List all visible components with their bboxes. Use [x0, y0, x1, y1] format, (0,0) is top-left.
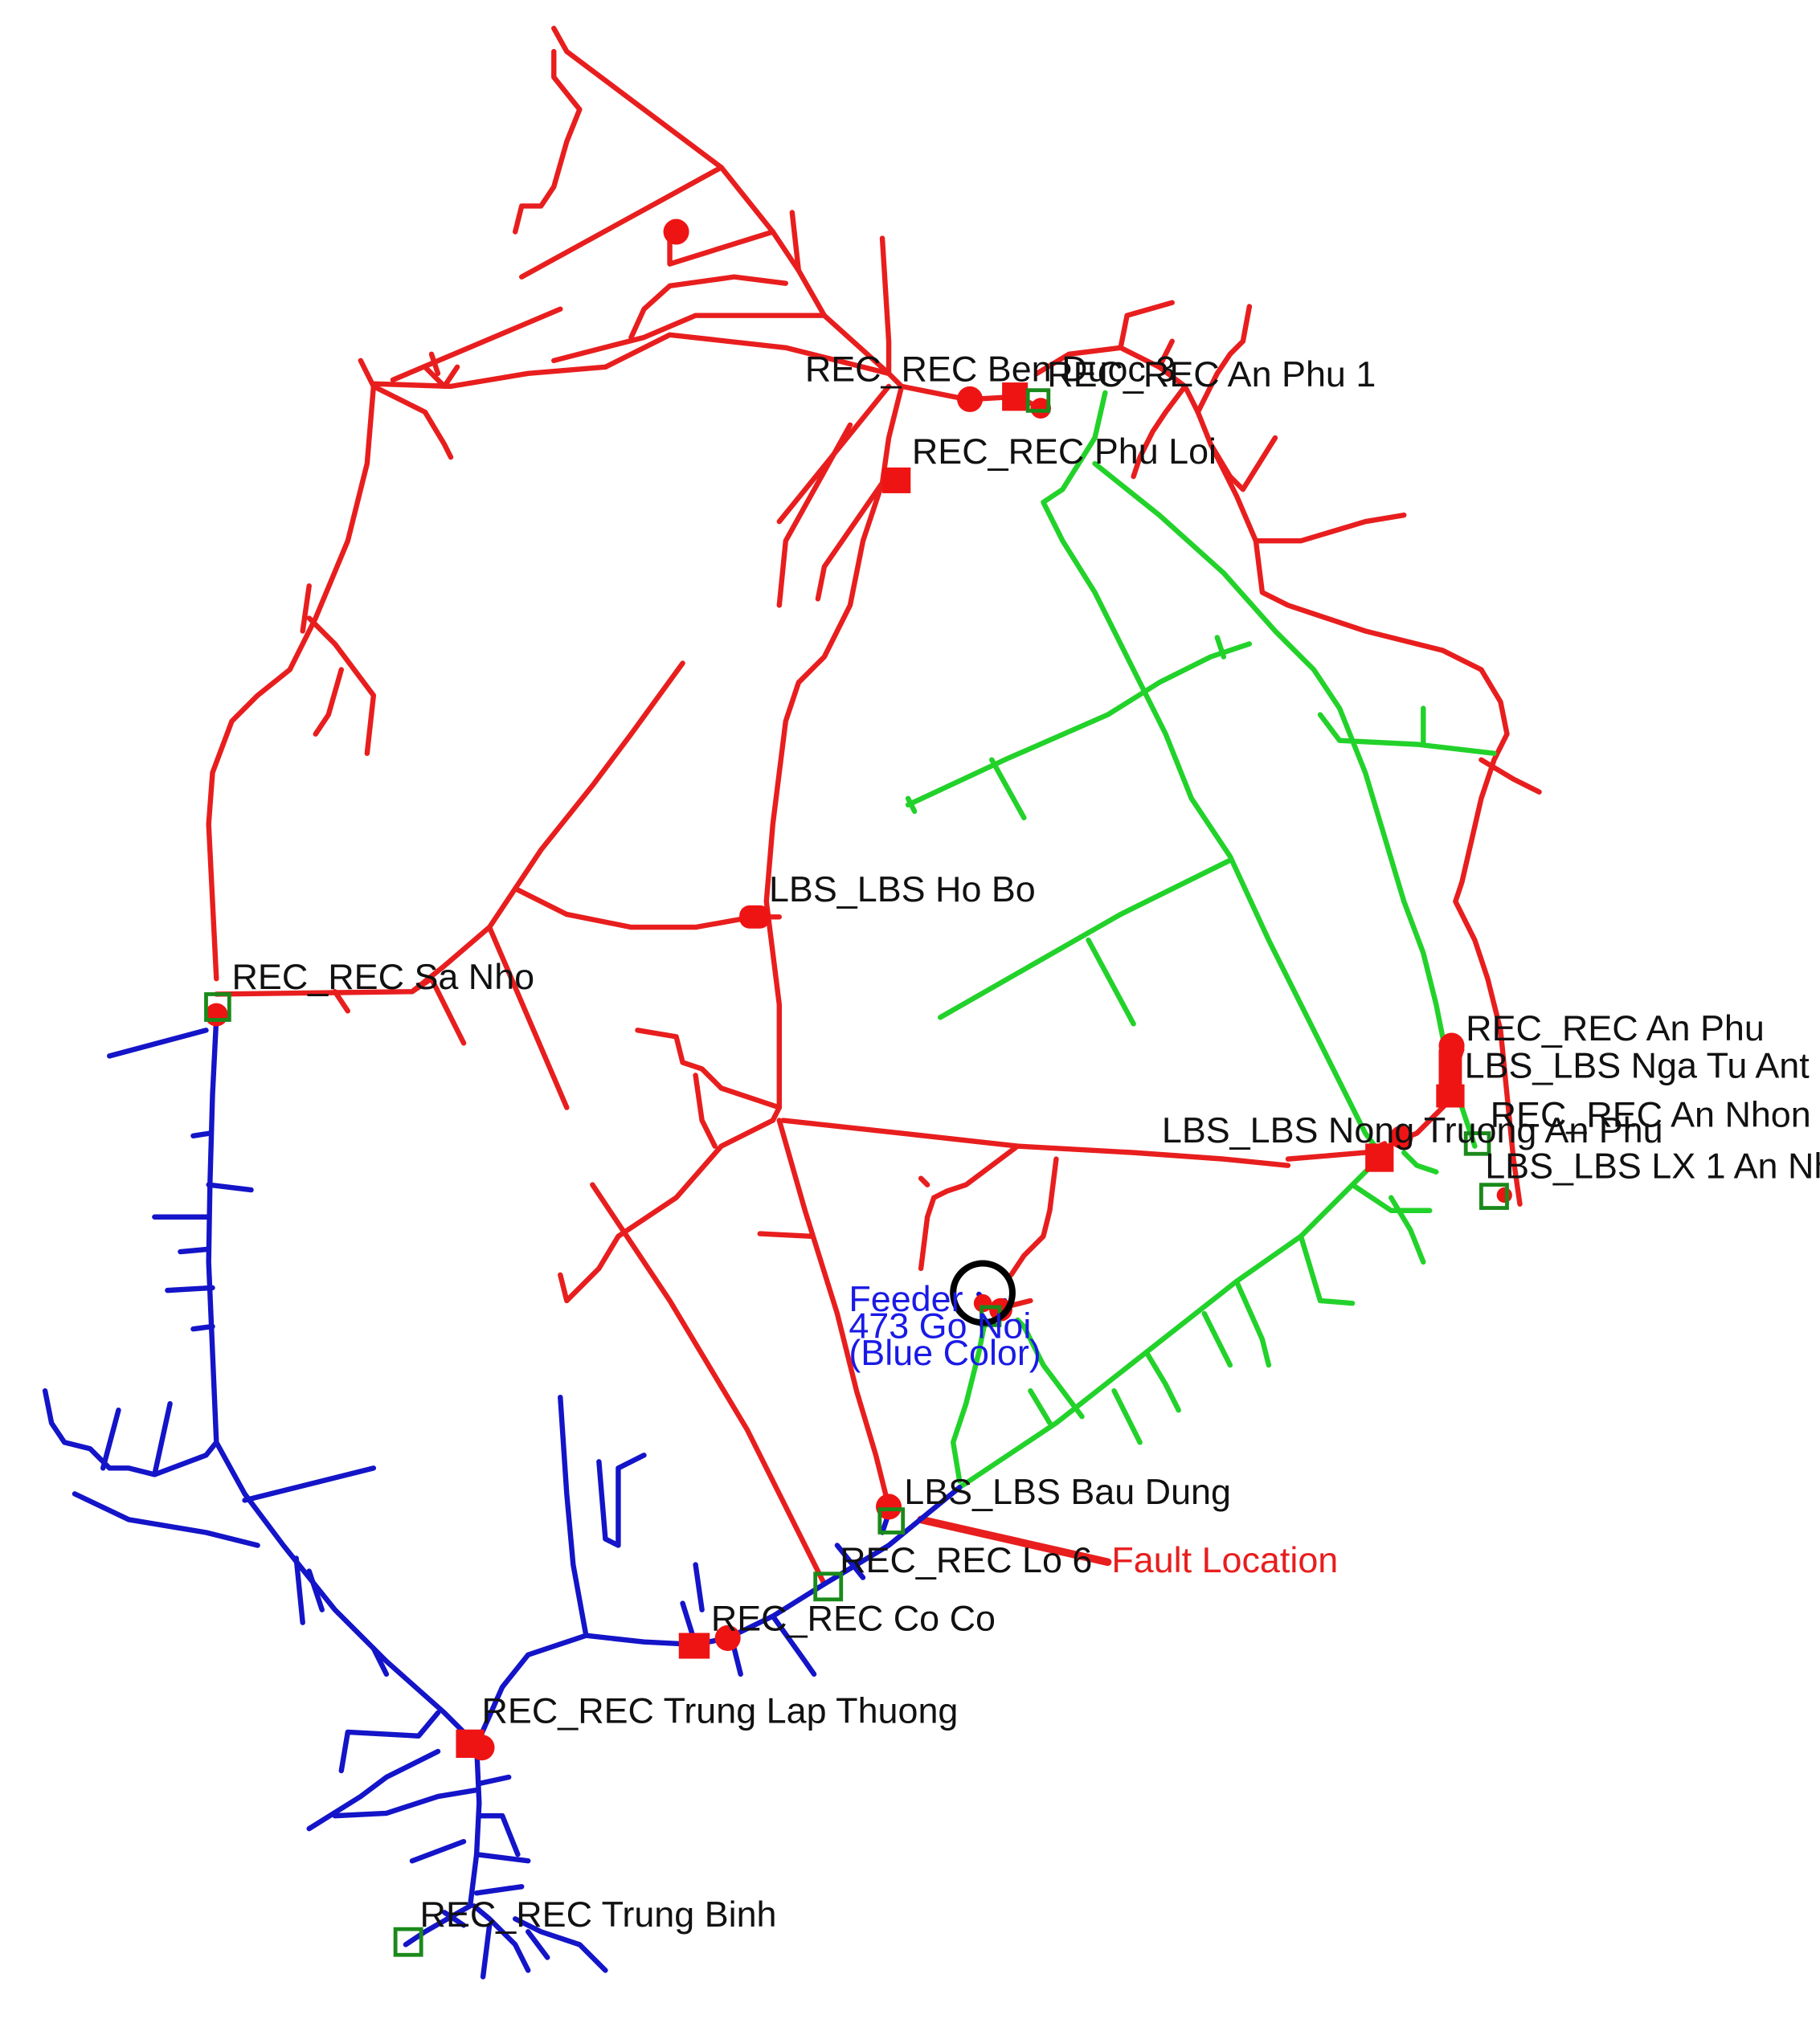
- node-marker: [204, 1003, 228, 1027]
- label-bau-dung: LBS_LBS Bau Dung: [904, 1471, 1231, 1512]
- label-fault-location: Fault Location: [1111, 1539, 1338, 1580]
- node-marker: [1438, 1049, 1462, 1086]
- label-feeder-line-1: Feeder: [849, 1278, 963, 1319]
- blue-feeder: [42, 1015, 1008, 1980]
- switch-box: [1025, 388, 1051, 413]
- node-marker: [1030, 398, 1052, 419]
- node-marker: [1389, 1125, 1413, 1149]
- label-sa-nho: REC_REC Sa Nho: [232, 956, 535, 997]
- fault-highlight-circle: [950, 1260, 1016, 1326]
- node-marker: [882, 467, 911, 493]
- node-marker: [1002, 382, 1029, 411]
- switch-box: [813, 1571, 844, 1602]
- label-an-phu-1: REC_REC An Phu 1: [1047, 353, 1376, 394]
- red-feeder: [206, 26, 1542, 1587]
- node-marker: [739, 905, 771, 929]
- node-marker: [468, 1735, 495, 1761]
- node-marker: [678, 1633, 710, 1659]
- label-ben-duoc-3: REC_REC Ben Duoc 3: [805, 348, 1176, 389]
- switch-box: [1463, 1131, 1491, 1156]
- label-an-nhon-tay: REC_REC An Nhon Tay: [1491, 1094, 1820, 1135]
- label-nga-tu-ant: LBS_LBS Nga Tu Ant: [1465, 1045, 1810, 1086]
- label-trung-lap-thuong: REC_REC Trung Lap Thuong: [482, 1690, 959, 1731]
- device-nodes: [204, 219, 1512, 1761]
- labels: REC_REC Ben Duoc 3 REC_REC An Phu 1 REC_…: [232, 348, 1820, 1935]
- node-marker: [663, 219, 689, 245]
- label-feeder-line-2: 473 Go Noi: [849, 1305, 1031, 1346]
- switch-box: [877, 1507, 906, 1535]
- switch-box: [1479, 1183, 1509, 1210]
- node-marker: [957, 386, 984, 412]
- label-trung-binh: REC_REC Trung Binh: [420, 1894, 777, 1935]
- node-marker: [1436, 1084, 1465, 1108]
- label-ho-bo: LBS_LBS Ho Bo: [769, 868, 1036, 909]
- switch-boxes: [204, 388, 1509, 1957]
- label-an-phu: REC_REC An Phu: [1466, 1007, 1765, 1048]
- label-feeder-line-3: (Blue Color): [849, 1332, 1041, 1373]
- node-marker: [876, 1494, 902, 1520]
- switch-box: [393, 1927, 423, 1957]
- switch-box: [204, 992, 231, 1022]
- node-marker: [714, 1624, 741, 1651]
- node-marker: [1496, 1187, 1512, 1204]
- label-lx1-an-nhon-tay: LBS_LBS LX 1 An Nhon Tay: [1485, 1146, 1820, 1187]
- label-co-co: REC_REC Co Co: [711, 1597, 996, 1638]
- label-phu-loi: REC_REC Phu Loi: [912, 431, 1217, 472]
- node-marker: [1365, 1143, 1394, 1172]
- label-lo-6: REC_REC Lo 6: [840, 1539, 1092, 1580]
- label-nong-truong-an-phu: LBS_LBS Nong Truong An Phu: [1162, 1110, 1663, 1150]
